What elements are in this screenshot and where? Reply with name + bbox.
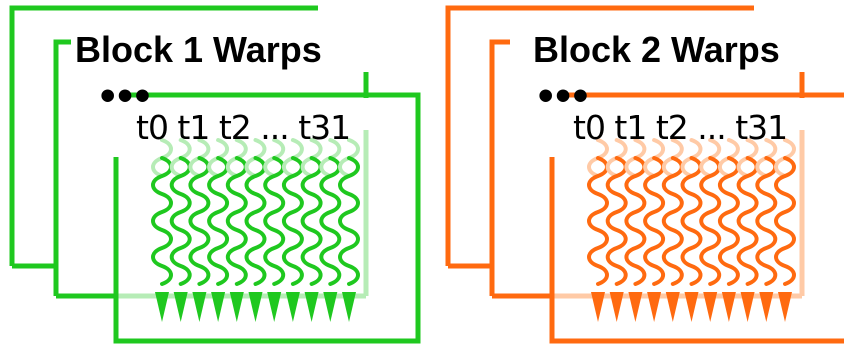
warp-frame-back [9, 5, 318, 266]
thread-wave [661, 156, 684, 286]
thread-arrowhead [721, 292, 736, 322]
thread-wave [281, 156, 304, 286]
warp-frame-back [445, 5, 754, 266]
thread-wave [263, 156, 286, 286]
thread-arrowhead [342, 292, 356, 322]
thread-arrowhead [609, 292, 624, 322]
block-2-group [445, 5, 844, 344]
thread-wave [699, 156, 722, 286]
thread-arrowhead [229, 292, 244, 322]
block-2-title: Block 2 Warps [529, 30, 784, 70]
block-1-thread-labels: t0 t1 t2 ... t31 [136, 108, 351, 147]
thread-wave [717, 156, 740, 286]
thread-arrowhead [740, 292, 755, 322]
thread-arrowhead [211, 292, 226, 322]
thread-arrowhead [665, 292, 680, 322]
thread-wave [643, 156, 666, 286]
thread-wave [605, 156, 628, 286]
warp-frame-middle [53, 39, 74, 296]
thread-wave [207, 156, 230, 286]
thread-wave [169, 156, 192, 286]
thread-arrowhead [304, 292, 319, 322]
thread-wave [736, 156, 759, 286]
thread-arrowhead [703, 292, 718, 322]
thread-arrowhead [323, 292, 338, 322]
thread-arrowhead [285, 292, 300, 322]
thread-wave [319, 156, 342, 286]
thread-arrowhead [173, 292, 188, 322]
thread-arrowhead [684, 292, 699, 322]
thread-wave [587, 156, 609, 286]
thread-wave [755, 156, 778, 286]
thread-arrowhead [248, 292, 263, 322]
thread-wave [300, 156, 323, 286]
block-2-thread-labels: t0 t1 t2 ... t31 [573, 108, 788, 147]
thread-arrowhead [778, 292, 792, 322]
thread-wave [188, 156, 211, 286]
thread-wave [624, 156, 647, 286]
thread-wave [244, 156, 267, 286]
warp-frame-middle [489, 39, 510, 296]
thread-wave [225, 156, 248, 286]
thread-wave [680, 156, 703, 286]
thread-wave [774, 156, 796, 286]
thread-arrowhead [192, 292, 207, 322]
warp-frame-front [549, 92, 844, 344]
block-1-ellipsis: ••• [100, 71, 153, 120]
thread-arrowhead [628, 292, 643, 322]
thread-wave [338, 156, 360, 286]
block-1-group [9, 5, 421, 344]
warp-frame-front [113, 92, 421, 344]
thread-arrowhead [267, 292, 282, 322]
thread-arrowhead [591, 292, 605, 322]
thread-arrowhead [759, 292, 774, 322]
thread-arrowhead [155, 292, 169, 322]
block-1-title: Block 1 Warps [71, 30, 326, 70]
block-2-ellipsis: ••• [538, 71, 591, 120]
thread-arrowhead [647, 292, 662, 322]
thread-wave [151, 156, 173, 286]
